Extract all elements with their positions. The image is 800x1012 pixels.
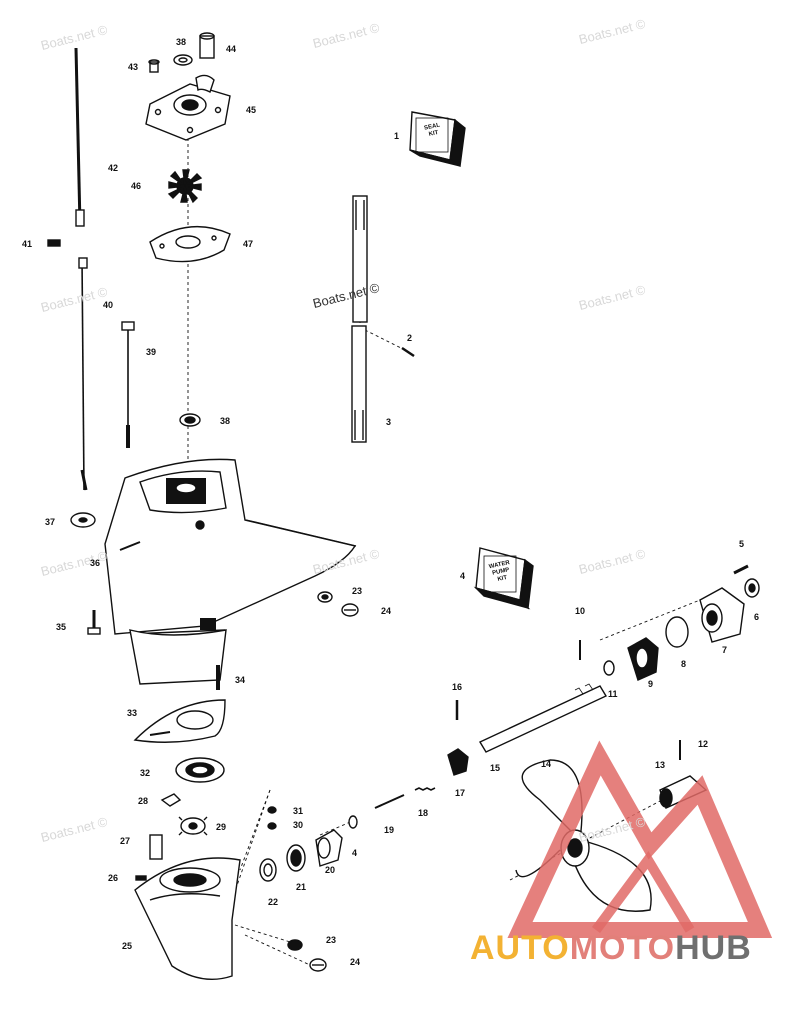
callout-10: 10 [575,606,586,616]
callout-31: 31 [293,806,304,816]
callout-32: 32 [140,768,151,778]
callout-14: 14 [541,759,552,769]
callout-15: 15 [490,763,501,773]
shift-rod-upper [74,47,85,227]
callout-39: 39 [146,347,157,357]
cam-follower [374,787,436,809]
water-pump-kit-box [473,547,534,610]
callout-23b: 23 [326,935,337,945]
callout-38b: 38 [220,416,231,426]
water-pump-housing [145,74,231,141]
forward-gear-stack [259,815,358,882]
callout-29: 29 [216,822,227,832]
washer-37 [70,512,96,528]
callout-26: 26 [108,873,119,883]
callout-37: 37 [45,517,56,527]
callout-47: 47 [243,239,254,249]
propeller-shaft [479,683,607,753]
callout-19: 19 [384,825,395,835]
callout-24b: 24 [350,957,361,967]
callout-28: 28 [138,796,149,806]
pump-plate [149,225,231,263]
callout-18: 18 [418,808,429,818]
brand-part-hub: HUB [675,929,752,967]
callout-30: 30 [293,820,304,830]
callout-44: 44 [226,44,237,54]
drive-shaft [351,195,415,443]
callout-43: 43 [128,62,139,72]
clutch-dog [447,700,469,776]
callout-46: 46 [131,181,142,191]
callout-2: 2 [407,333,413,343]
callout-24: 24 [381,606,392,616]
callout-45: 45 [246,105,257,115]
gearcase-upper [104,458,357,685]
drain-screw-lower [287,939,327,972]
callout-21: 21 [296,882,307,892]
callout-11: 11 [608,689,618,699]
pinion-gear [178,816,208,836]
callout-9: 9 [648,679,654,689]
callout-3: 3 [386,417,392,427]
shift-rod-lower [47,239,88,491]
callout-36: 36 [90,558,101,568]
callout-33: 33 [127,708,138,718]
callout-35: 35 [56,622,67,632]
callout-4: 4 [460,571,466,581]
bearing-32 [175,757,225,783]
callout-42: 42 [108,163,119,173]
callout-17: 17 [455,788,466,798]
gearcase-lower [134,857,241,981]
callout-4b: 4 [352,848,358,858]
callout-5: 5 [739,539,745,549]
pins-10-12 [579,640,681,760]
seal-38 [179,413,201,427]
stud-39 [121,321,135,448]
brand-part-auto: AUTO [470,929,570,967]
bearing-carrier-stack [603,564,760,681]
callout-23: 23 [352,586,363,596]
drain-screw-upper [317,591,359,617]
callout-12: 12 [698,739,709,749]
callout-25: 25 [122,941,133,951]
impeller [167,169,203,204]
callout-34: 34 [235,675,246,685]
screw-35 [87,610,101,635]
nuts-30-31 [267,806,277,830]
automotohub-wordmark: AUTOMOTOHUB [470,930,752,966]
callout-8: 8 [681,659,687,669]
seal-kit-line2: KIT [428,129,439,138]
callout-6: 6 [754,612,760,622]
callout-27: 27 [120,836,131,846]
callout-40: 40 [103,300,114,310]
callout-16: 16 [452,682,463,692]
callout-7: 7 [722,645,728,655]
seal-kit-box [409,111,466,168]
gasket-33 [133,699,226,743]
shift-parts [135,793,182,881]
callout-38: 38 [176,37,187,47]
callout-41: 41 [22,239,33,249]
pump-kit-line3: KIT [496,574,508,583]
callout-22: 22 [268,897,279,907]
brand-part-moto: MOTO [569,929,676,967]
automotohub-logo-mark [507,740,773,938]
water-tube-seal [148,32,215,73]
callout-20: 20 [325,865,336,875]
callout-13: 13 [655,760,666,770]
callout-1: 1 [394,131,400,141]
